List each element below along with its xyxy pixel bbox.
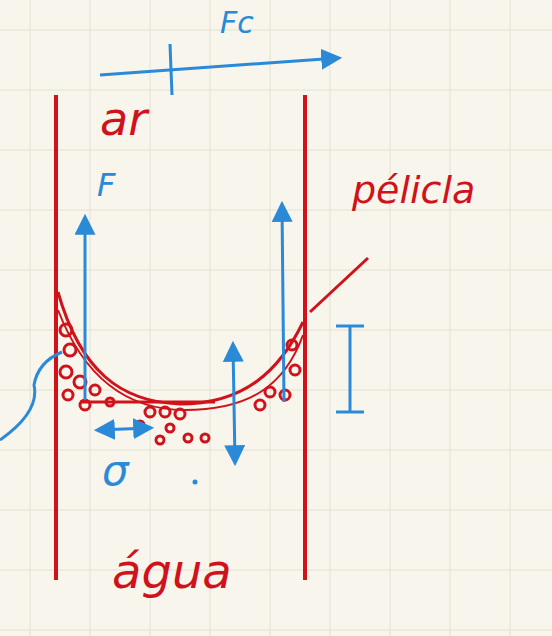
dot (193, 480, 198, 485)
height-bracket (336, 326, 364, 412)
tension-arrow (98, 428, 150, 430)
force-arrow (84, 218, 87, 400)
tube-wall (303, 95, 307, 580)
force-arrow (233, 345, 235, 462)
leader-line (0, 352, 62, 440)
leader-line (310, 258, 368, 312)
annotation-label: pélicla (352, 170, 475, 212)
annotation-label: σ (102, 448, 129, 494)
tube-wall (54, 95, 58, 580)
annotation-label: ar (100, 94, 147, 145)
force-arrow (100, 58, 338, 75)
molecules (60, 324, 300, 444)
surface-line (80, 401, 215, 404)
meniscus (58, 292, 303, 404)
annotation-label: água (112, 545, 232, 598)
meniscus (58, 310, 303, 410)
force-arrow (282, 205, 284, 402)
annotation-label: F (97, 168, 115, 203)
tick (170, 44, 172, 95)
annotation-label: Fc (220, 6, 254, 39)
